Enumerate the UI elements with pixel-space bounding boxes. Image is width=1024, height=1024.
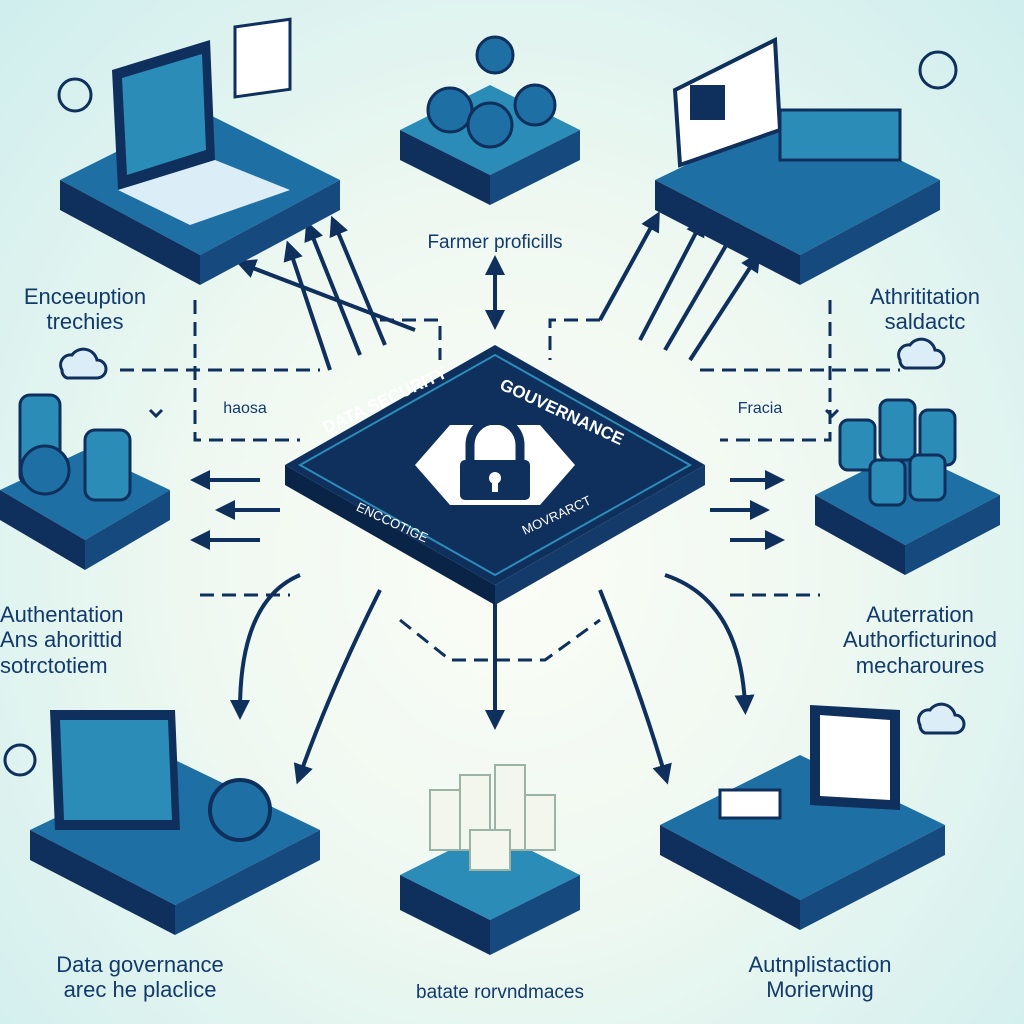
heart-icon	[824, 408, 840, 419]
label-upper-left: Enceeuption trechies	[0, 284, 170, 335]
label-bottom-left: Data governance arec he placlice	[20, 952, 260, 1003]
arrow-down-left-2	[293, 589, 382, 785]
arrow-to-top-left	[283, 240, 332, 371]
circle-icon	[3, 743, 37, 777]
label-upper-left-line1: Enceeuption	[23, 284, 147, 309]
buildings-platform	[400, 764, 580, 955]
server-platform	[400, 35, 580, 205]
label-lower-right-line1: Auterration	[866, 602, 974, 627]
label-bottom-center: batate rorvndmaces	[416, 982, 584, 1003]
label-lower-left-line3: sotrctotiem	[0, 652, 108, 678]
label-upper-right: Athrititation saldactc	[840, 284, 1010, 335]
arrow-to-top-right-2	[663, 221, 741, 352]
label-bottom-right-line2: Morierwing	[766, 977, 874, 1003]
arrow-to-top-left-3	[329, 215, 387, 346]
heart-icon	[148, 408, 164, 419]
laptop-platform	[60, 17, 340, 285]
arrow-to-top-left-2	[304, 220, 362, 356]
arrow-to-top-right-4	[598, 211, 660, 321]
connector-arrows	[190, 211, 785, 785]
label-lower-left-line1: Authentation	[0, 602, 124, 627]
desktop-platform	[655, 36, 940, 285]
cloud-icon	[897, 337, 946, 370]
label-lower-right-line3: mecharoures	[855, 652, 985, 678]
arrow-to-top-right-3	[688, 251, 761, 362]
label-bottom-left-line1: Data governance	[56, 952, 224, 977]
label-mid-left: haosa	[223, 400, 267, 417]
label-lower-right: Auterration Authorficturinod mecharoures	[820, 602, 1020, 678]
arrow-to-top-right	[638, 216, 705, 341]
decorative-icons	[3, 50, 966, 777]
dashed-lines	[120, 300, 900, 662]
monitor-platform	[30, 710, 320, 935]
label-lower-right-line2: Authorficturinod	[842, 627, 998, 653]
database-platform-right	[815, 398, 1000, 575]
label-bottom-right-line1: Autnplistaction	[748, 952, 892, 977]
central-security-chip	[285, 345, 705, 605]
arrow-down-right	[598, 589, 672, 785]
circle-icon	[57, 77, 93, 113]
label-bottom-left-line2: arec he placlice	[63, 977, 217, 1003]
arrow-down-right-2	[664, 573, 755, 715]
label-upper-right-line2: saldactc	[884, 309, 966, 335]
cloud-icon	[59, 347, 108, 380]
label-bottom-right: Autnplistaction Morierwing	[700, 952, 940, 1003]
database-platform-left	[0, 393, 170, 570]
label-upper-left-line2: trechies	[46, 309, 124, 335]
label-lower-left-line2: Ans ahorittid	[0, 627, 123, 653]
arrow-down-left	[230, 573, 301, 720]
label-top: Farmer proficills	[427, 232, 563, 253]
circle-icon	[918, 50, 958, 90]
label-lower-left: Authentation Ans ahorittid sotrctotiem	[0, 602, 180, 678]
cloud-icon	[917, 702, 966, 735]
laptop-platform-right	[660, 705, 945, 930]
padlock-icon	[415, 415, 575, 505]
label-mid-right: Fracia	[737, 400, 783, 417]
label-upper-right-line1: Athrititation	[869, 284, 981, 309]
